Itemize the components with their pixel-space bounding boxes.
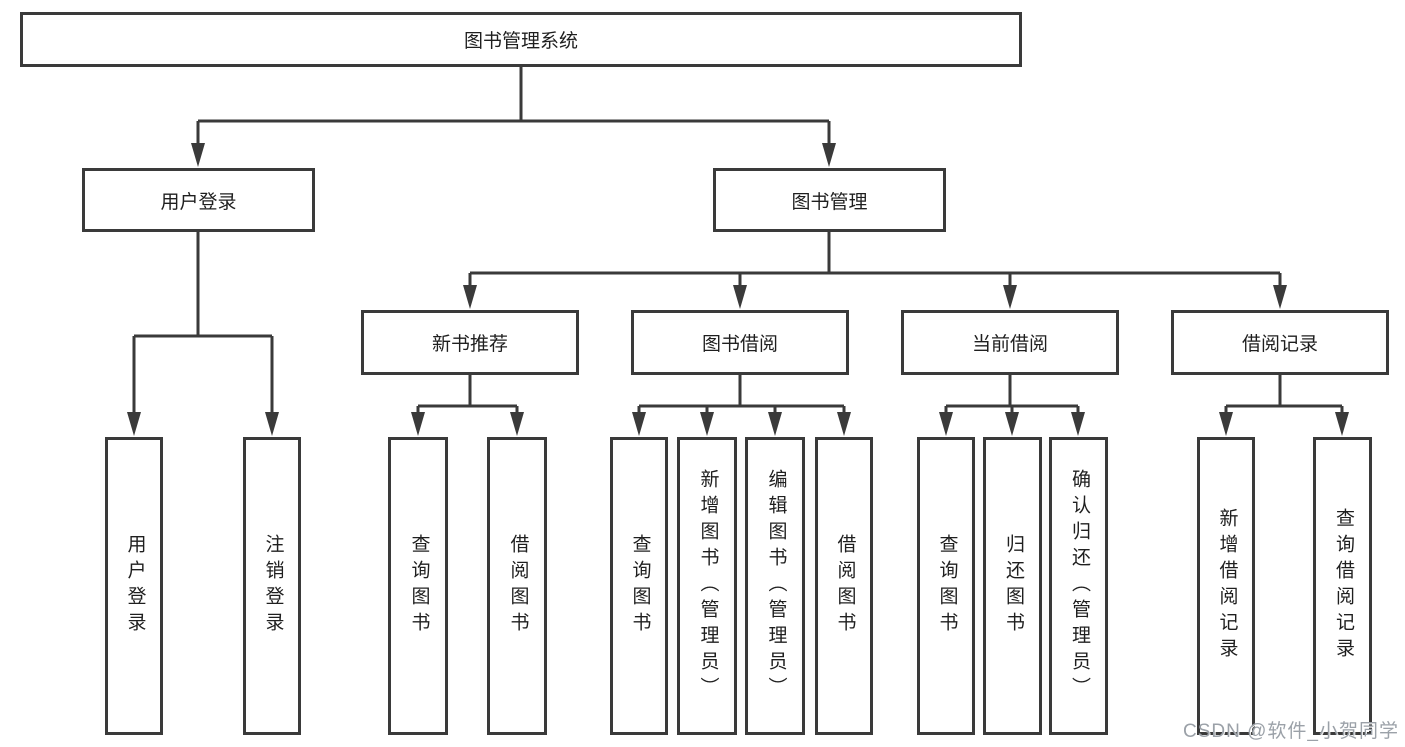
node-current-borrow-label: 当前借阅	[971, 334, 1048, 355]
csdn-watermark: CSDN @软件_小贺同学	[1183, 721, 1399, 742]
node-borrow-records-label: 借阅记录	[1241, 334, 1318, 355]
connector-user-login-children	[127, 232, 279, 436]
arrow-down-icon	[1219, 412, 1233, 436]
arrow-down-icon	[939, 412, 953, 436]
leaf-confirm-return-admin: 确认归还（管理员）	[1049, 437, 1108, 735]
node-book-mgmt: 图书管理	[713, 168, 946, 232]
node-new-book-recommend-label: 新书推荐	[431, 334, 508, 355]
arrow-down-icon	[411, 412, 425, 436]
leaf-query-books-current: 查询图书	[917, 437, 975, 735]
node-book-borrow-label: 图书借阅	[701, 334, 778, 355]
arrow-down-icon	[733, 285, 747, 309]
node-root-label: 图书管理系统	[463, 31, 578, 52]
arrow-down-icon	[463, 285, 477, 309]
node-book-borrow: 图书借阅	[631, 310, 849, 375]
leaf-return-books-label: 归还图书	[1002, 534, 1024, 638]
leaf-logout-label: 注销登录	[262, 534, 284, 638]
leaf-query-books-borrow-label: 查询图书	[629, 534, 651, 638]
node-user-login-label: 用户登录	[160, 191, 237, 213]
leaf-user-login: 用户登录	[105, 437, 163, 735]
arrow-down-icon	[768, 412, 782, 436]
leaf-add-books-admin-label: 新增图书（管理员）	[697, 469, 719, 703]
leaf-return-books: 归还图书	[983, 437, 1042, 735]
arrow-down-icon	[822, 143, 836, 167]
connector-book-mgmt-children	[463, 232, 1287, 309]
leaf-edit-books-admin: 编辑图书（管理员）	[745, 437, 805, 735]
node-user-login: 用户登录	[82, 168, 315, 232]
node-book-mgmt-label: 图书管理	[791, 191, 868, 213]
leaf-borrow-books-recommend-label: 借阅图书	[507, 534, 529, 638]
arrow-down-icon	[632, 412, 646, 436]
connector-book-borrow-children	[632, 375, 851, 436]
arrow-down-icon	[265, 412, 279, 436]
arrow-down-icon	[1335, 412, 1349, 436]
arrow-down-icon	[1003, 285, 1017, 309]
arrow-down-icon	[1071, 412, 1085, 436]
leaf-add-borrow-record-label: 新增借阅记录	[1216, 508, 1238, 664]
arrow-down-icon	[1273, 285, 1287, 309]
connector-root-children	[191, 67, 836, 167]
arrow-down-icon	[837, 412, 851, 436]
arrow-down-icon	[127, 412, 141, 436]
connector-borrow-records-children	[1219, 375, 1349, 436]
leaf-query-books-borrow: 查询图书	[610, 437, 668, 735]
leaf-user-login-label: 用户登录	[124, 534, 146, 638]
leaf-query-books-recommend: 查询图书	[388, 437, 448, 735]
leaf-query-books-current-label: 查询图书	[936, 534, 958, 638]
arrow-down-icon	[700, 412, 714, 436]
leaf-borrow-books: 借阅图书	[815, 437, 873, 735]
leaf-confirm-return-admin-label: 确认归还（管理员）	[1068, 469, 1090, 703]
leaf-add-borrow-record: 新增借阅记录	[1197, 437, 1255, 735]
leaf-query-borrow-record: 查询借阅记录	[1313, 437, 1372, 735]
node-borrow-records: 借阅记录	[1171, 310, 1389, 375]
arrow-down-icon	[510, 412, 524, 436]
connector-current-borrow-children	[939, 375, 1085, 436]
leaf-edit-books-admin-label: 编辑图书（管理员）	[765, 469, 787, 703]
leaf-query-books-recommend-label: 查询图书	[408, 534, 430, 638]
leaf-borrow-books-label: 借阅图书	[834, 534, 856, 638]
arrow-down-icon	[191, 143, 205, 167]
leaf-query-borrow-record-label: 查询借阅记录	[1332, 508, 1354, 664]
node-root: 图书管理系统	[20, 12, 1022, 67]
node-current-borrow: 当前借阅	[901, 310, 1119, 375]
leaf-add-books-admin: 新增图书（管理员）	[677, 437, 737, 735]
arrow-down-icon	[1005, 412, 1019, 436]
leaf-logout: 注销登录	[243, 437, 301, 735]
leaf-borrow-books-recommend: 借阅图书	[487, 437, 547, 735]
node-new-book-recommend: 新书推荐	[361, 310, 579, 375]
connector-new-book-recommend-children	[411, 375, 524, 436]
